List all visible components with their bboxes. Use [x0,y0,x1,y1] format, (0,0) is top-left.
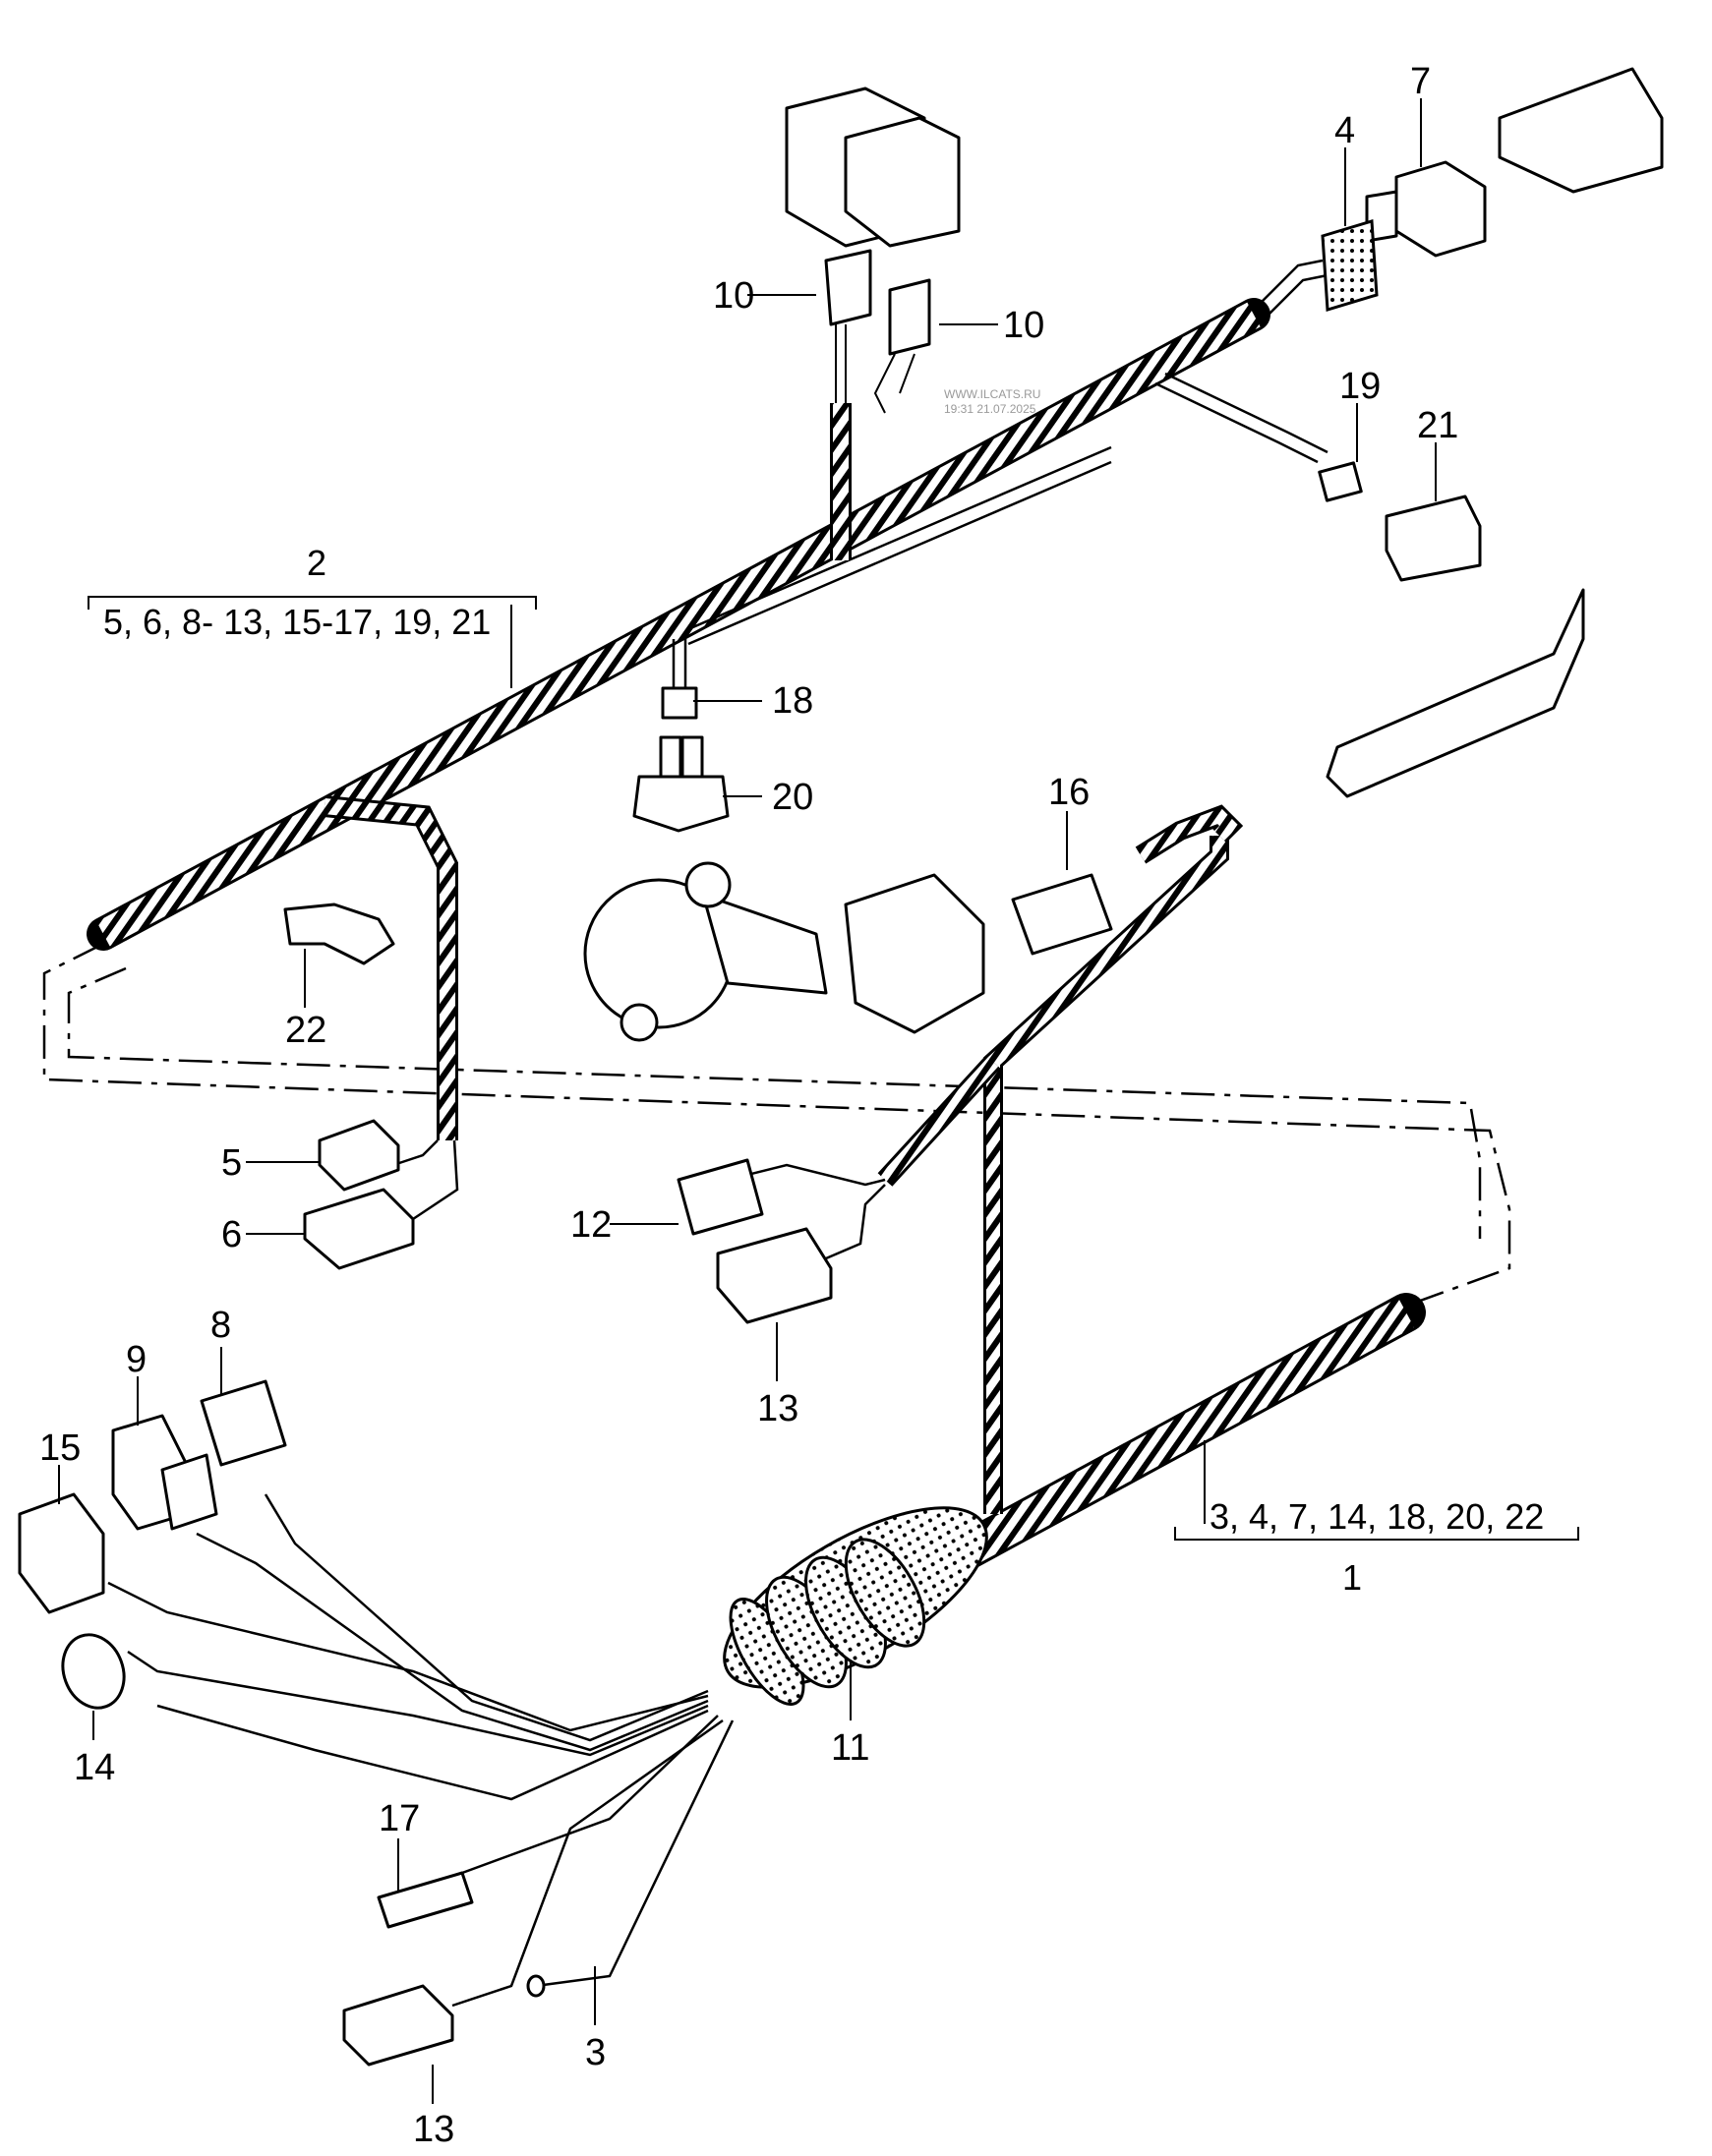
group-1-label: 3, 4, 7, 14, 18, 20, 22 1 [1210,1496,1544,1598]
connector-15 [61,1633,126,1710]
callout-14: 13 [413,2109,454,2150]
callout-5: 5 [221,1142,242,1184]
connector-9 [111,1414,218,1531]
callout-10b: 10 [1003,305,1044,346]
callout-19: 18 [772,680,813,722]
window-switch-pair [785,87,961,248]
callout-10a: 10 [713,275,754,317]
connector-12 [677,1158,764,1236]
group-1-members: 3, 4, 7, 14, 18, 20, 22 [1210,1496,1544,1537]
connector-8 [200,1379,287,1467]
connector-10-right [873,278,931,414]
leader-lines [58,98,1579,2104]
callout-17: 16 [1048,772,1090,813]
callout-9: 9 [126,1339,147,1380]
main-harness-upper [87,259,1328,1221]
callout-20: 19 [1339,366,1381,407]
door-handle [1326,588,1585,798]
connector-18 [377,1871,474,1929]
group-2-members: 5, 6, 8- 13, 15-17, 19, 21 [103,602,491,642]
connector-16 [18,1492,105,1614]
callout-16: 15 [39,1428,81,1469]
main-harness-lower [107,804,1426,2008]
door-lock-module [1498,67,1664,194]
connector-22 [1385,495,1482,582]
connector-6 [303,1188,415,1270]
callout-3: 3 [585,2032,606,2073]
connector-20 [1318,461,1363,502]
callout-12: 12 [570,1204,612,1246]
connector-14 [342,1984,454,2067]
connector-13 [716,1227,833,1324]
callout-23: 22 [285,1010,326,1051]
connector-4 [1321,219,1379,312]
cable-end-3 [526,1974,546,1998]
watermark-timestamp: 19:31 21.07.2025 [944,402,1036,416]
connector-10-left [824,249,872,403]
callout-6: 6 [221,1214,242,1255]
callout-11: 11 [831,1727,869,1769]
group-2-label: 2 5, 6, 8- 13, 15-17, 19, 21 [103,543,491,642]
callout-18: 17 [379,1798,420,1839]
callout-labels: 10 10 4 7 19 21 18 20 16 22 5 6 12 13 8 … [39,61,1458,2150]
mirror-switch [844,873,985,1034]
group-2-number: 2 [307,543,326,583]
connector-5 [318,1119,400,1192]
callout-22: 21 [1417,405,1458,446]
assembly-outline-upper [42,942,1511,1310]
switch-21 [632,735,730,833]
clip-23 [283,903,395,965]
clip-19 [661,686,698,720]
callout-15: 14 [74,1747,115,1788]
watermark-url: WWW.ILCATS.RU [944,387,1040,401]
callout-4: 4 [1334,110,1355,151]
callout-7: 7 [1410,61,1431,102]
group-1-number: 1 [1342,1557,1362,1598]
connector-7 [1365,160,1487,258]
callout-21: 20 [772,777,813,818]
callout-13: 13 [757,1388,798,1429]
window-motor [583,861,828,1042]
callout-8: 8 [210,1305,231,1346]
connector-17 [1011,873,1113,956]
